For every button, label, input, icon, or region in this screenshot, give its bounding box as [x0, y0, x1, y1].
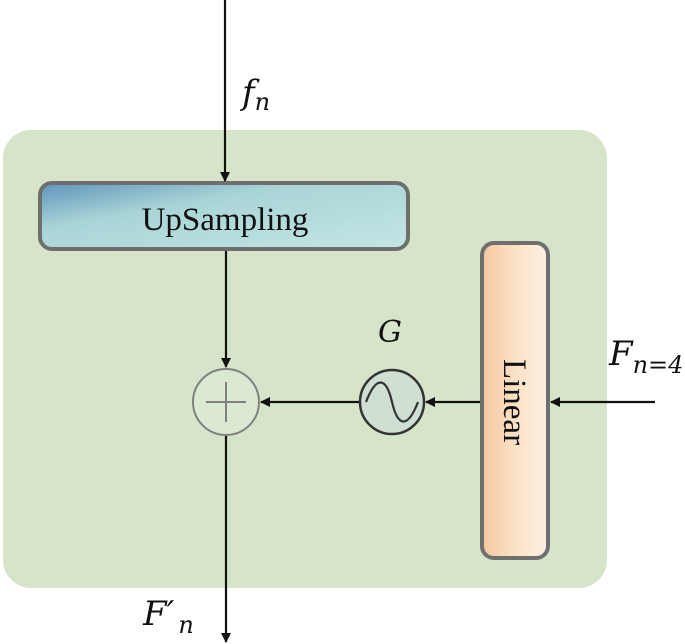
upsampling-label: UpSampling — [142, 202, 309, 238]
upsampling-block: UpSampling — [38, 181, 410, 251]
label-input-F: Fn=4 — [608, 334, 683, 379]
label-input-f: fn — [239, 73, 270, 116]
linear-label: Linear — [496, 359, 532, 445]
adder-node — [192, 368, 260, 436]
gate-node — [358, 368, 426, 436]
label-output-F: F′n — [142, 594, 194, 639]
label-gate: G — [378, 315, 402, 350]
linear-block: Linear — [480, 241, 550, 560]
sine-wave-icon — [364, 381, 420, 423]
